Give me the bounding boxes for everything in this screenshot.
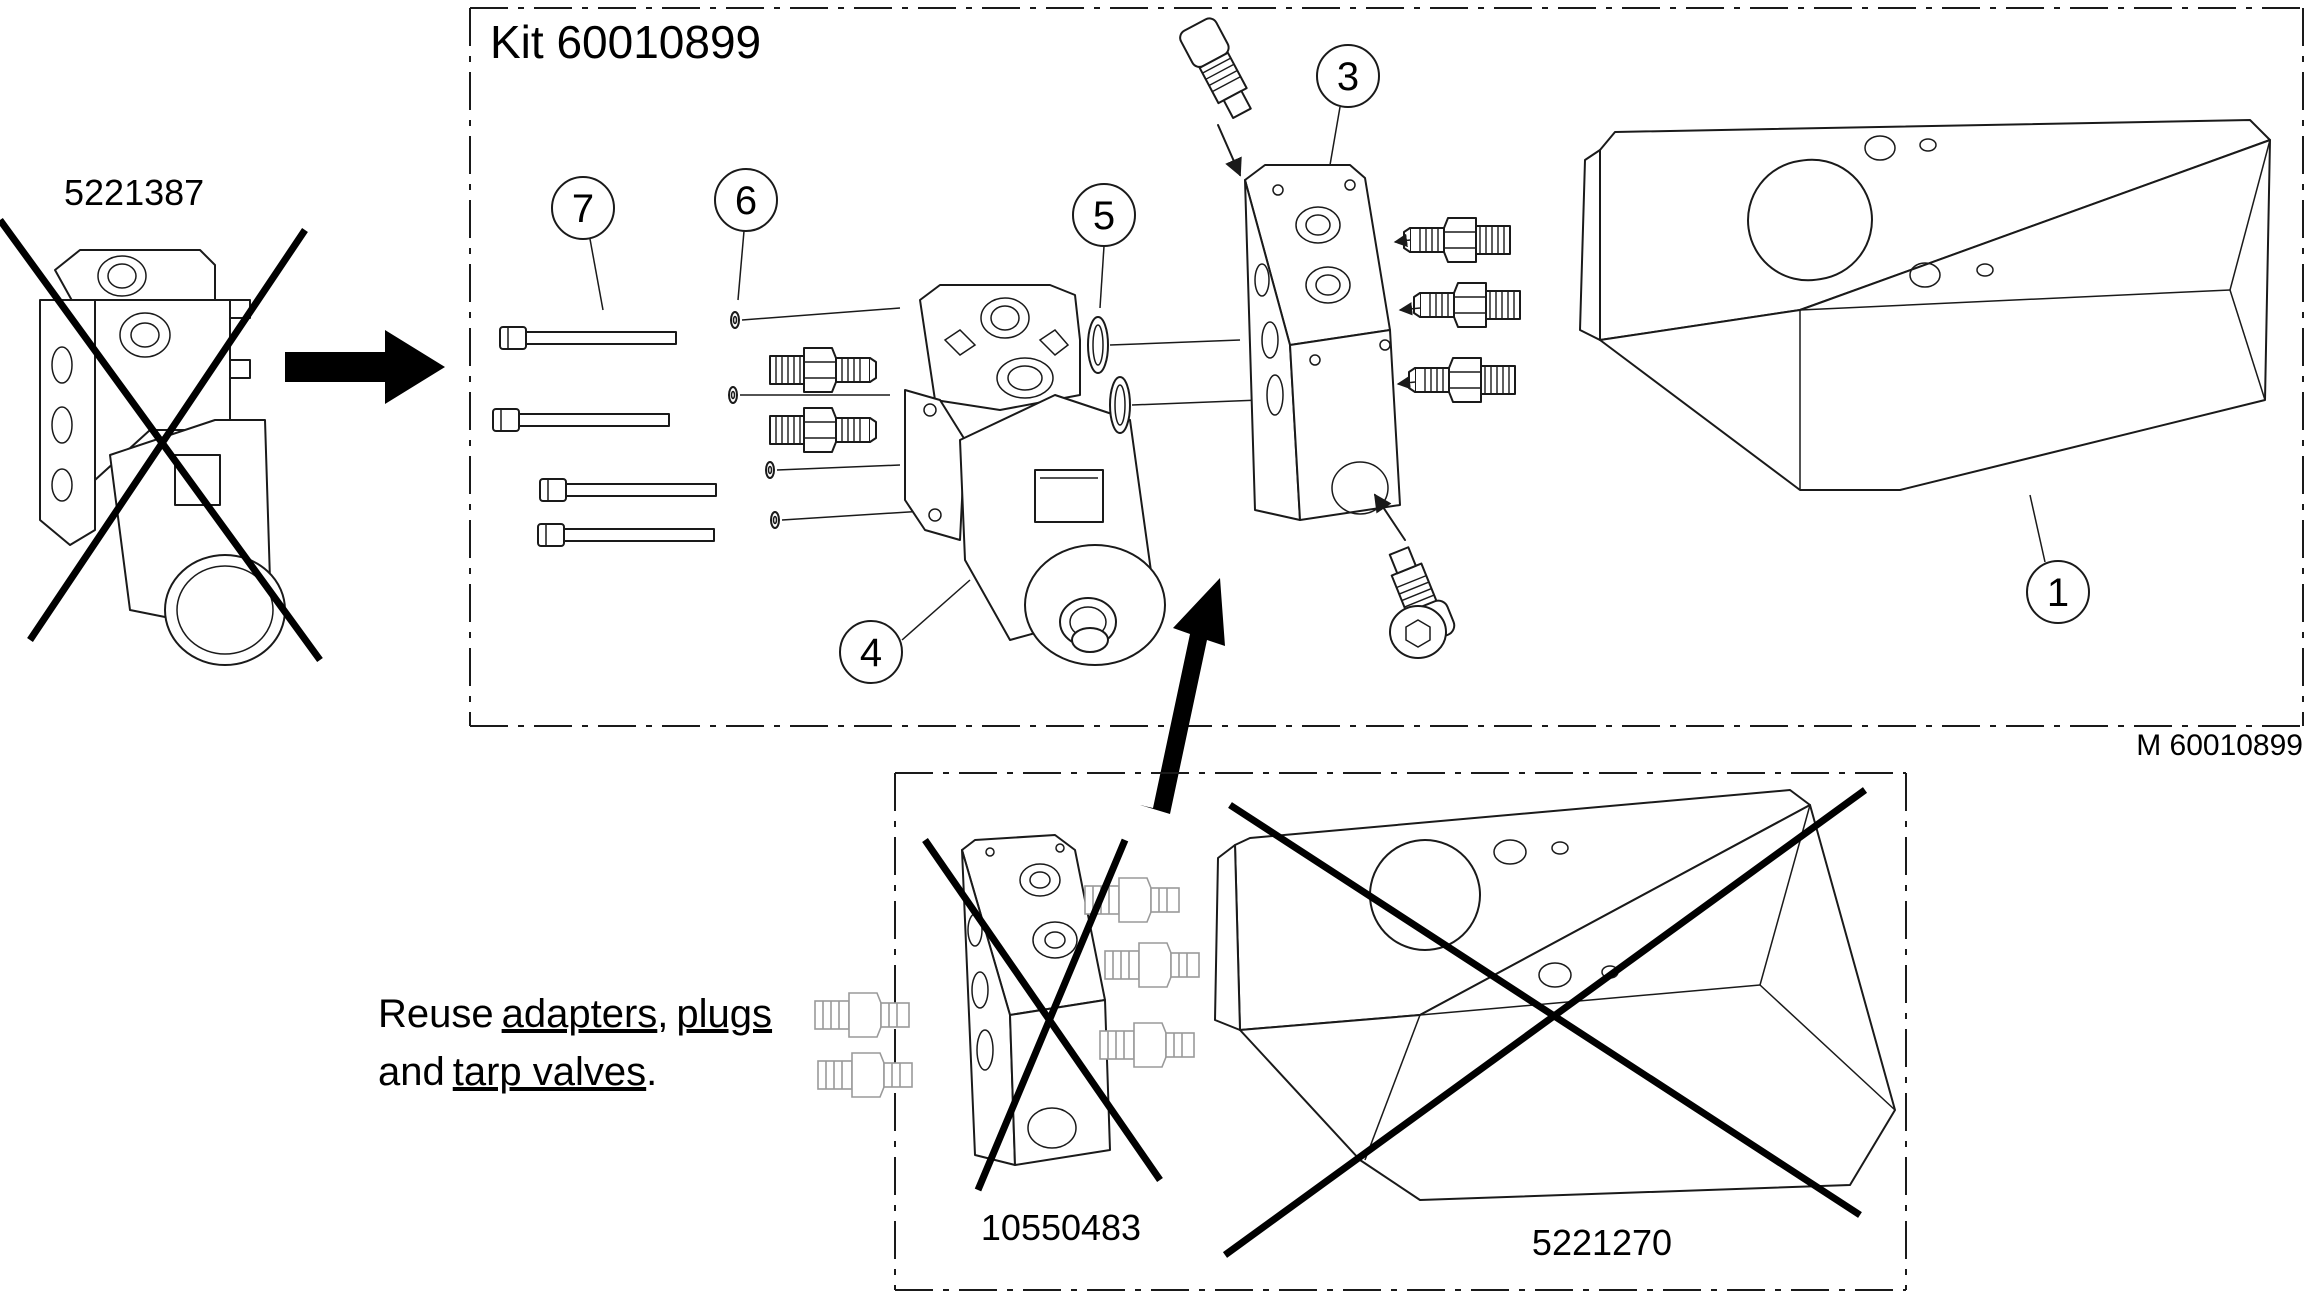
note-word-plugs: plugs: [676, 992, 772, 1036]
callout-1: 1: [2026, 494, 2090, 624]
old-parts-boundary: [894, 772, 1907, 1291]
svg-text:6: 6: [735, 179, 757, 223]
callout-7: 7: [551, 176, 615, 311]
callout-6: 6: [714, 168, 778, 301]
crossed-out-mark-old-valve: [0, 217, 323, 663]
svg-text:1: 1: [2047, 571, 2069, 615]
drawing-id: M 60010899: [2136, 729, 2303, 762]
callout-4: 4: [839, 579, 971, 684]
note-word-adapters: adapters: [502, 992, 658, 1036]
reusable-adapters-ghost: [814, 992, 913, 1098]
old-manifold-drawing: [961, 834, 1200, 1166]
manifold-block: [1244, 164, 1401, 521]
note-period: .: [646, 1050, 657, 1094]
valve-adapters: [769, 347, 877, 453]
part-number-old-valve: 5221387: [64, 172, 204, 213]
note-word-tarp-valves: tarp valves: [453, 1050, 646, 1094]
replacement-arrow-left: [285, 330, 445, 404]
kit-boundary: [469, 7, 2304, 727]
part-number-old-manifold: 10550483: [981, 1207, 1141, 1248]
bolt-set: [492, 326, 717, 547]
replacement-arrow-lower: [1140, 578, 1225, 814]
svg-text:3: 3: [1337, 55, 1359, 99]
callout-5: 5: [1072, 183, 1136, 309]
crossed-out-mark-old-cover: [1222, 787, 1868, 1258]
crossed-out-mark-old-manifold: [922, 838, 1163, 1192]
directional-valve: [904, 284, 1166, 666]
callout-3: 3: [1316, 44, 1380, 166]
note-word-and: and: [378, 1050, 445, 1094]
manifold-adapters: [1393, 217, 1521, 403]
svg-text:7: 7: [572, 187, 594, 231]
o-ring-set: [1087, 316, 1261, 434]
protective-cover-new: [1579, 119, 2271, 491]
tarp-valve-top: [1179, 17, 1252, 177]
old-cover-drawing: [1214, 789, 1896, 1201]
note-comma: ,: [657, 992, 668, 1036]
old-valve-drawing: [39, 249, 286, 666]
svg-text:4: 4: [860, 631, 882, 675]
kit-title: Kit 60010899: [490, 16, 761, 68]
svg-text:5: 5: [1093, 194, 1115, 238]
note-word-reuse: Reuse: [378, 992, 494, 1036]
part-number-old-cover: 5221270: [1532, 1222, 1672, 1263]
tarp-valve-bottom: [1374, 493, 1456, 659]
